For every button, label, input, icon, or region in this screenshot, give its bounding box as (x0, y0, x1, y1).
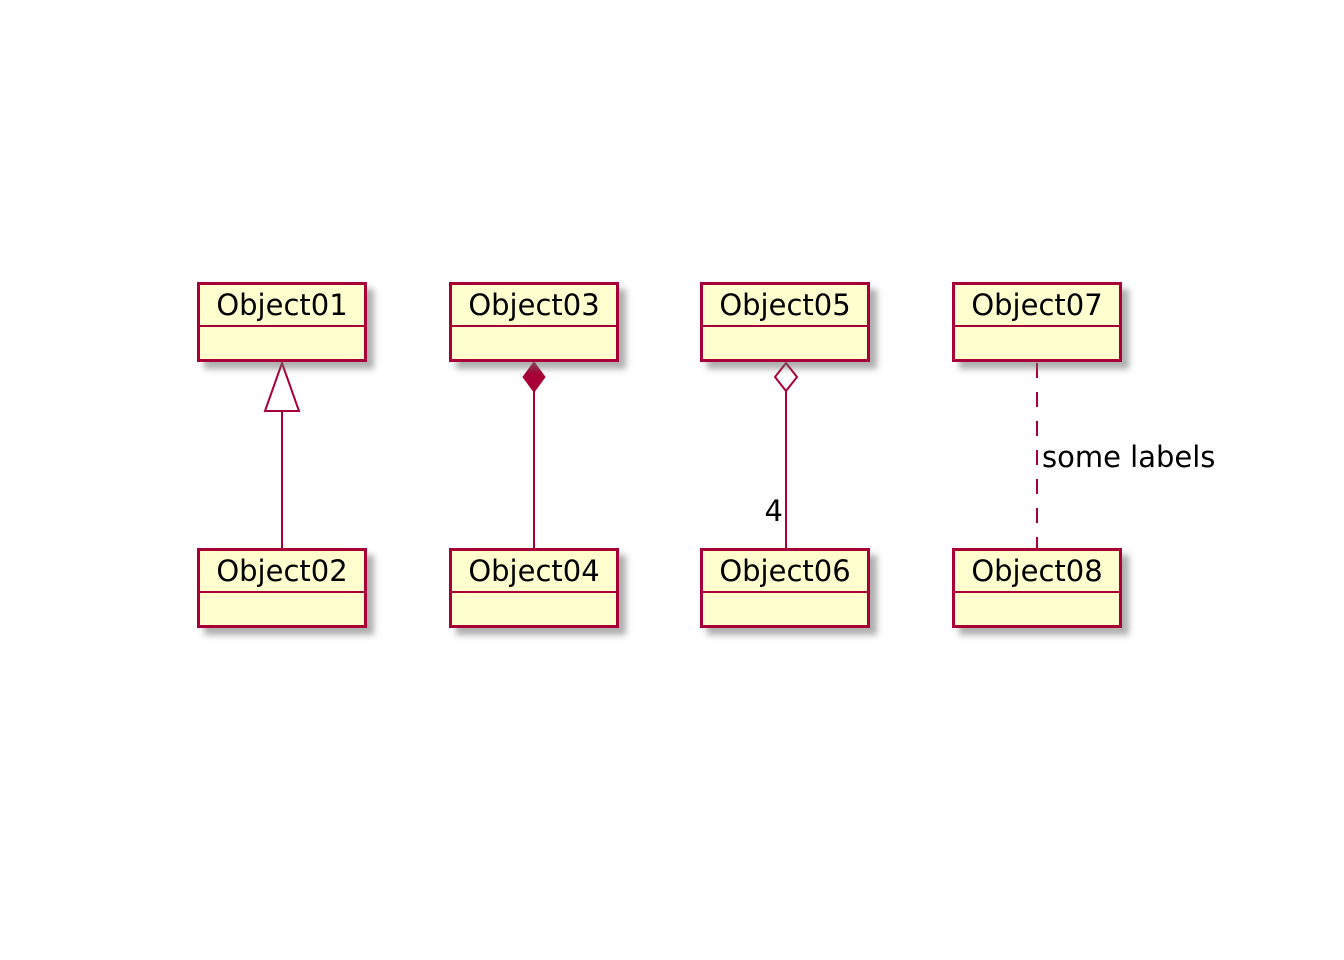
edge-multiplicity-label: 4 (764, 494, 783, 528)
node-object02: Object02 (197, 548, 367, 628)
edge-extension (263, 360, 301, 549)
node-empty-compartment (200, 327, 364, 359)
node-title: Object07 (955, 285, 1119, 327)
node-object04: Object04 (449, 548, 619, 628)
node-title: Object04 (452, 551, 616, 593)
edge-aggregation (773, 361, 799, 549)
node-object03: Object03 (449, 282, 619, 362)
node-empty-compartment (452, 593, 616, 625)
node-title: Object06 (703, 551, 867, 593)
node-object06: Object06 (700, 548, 870, 628)
node-object07: Object07 (952, 282, 1122, 362)
aggregation-diamond-icon (773, 361, 799, 393)
node-empty-compartment (703, 327, 867, 359)
node-title: Object08 (955, 551, 1119, 593)
node-object08: Object08 (952, 548, 1122, 628)
node-object05: Object05 (700, 282, 870, 362)
edge-text-label: some labels (1042, 440, 1216, 474)
node-empty-compartment (955, 593, 1119, 625)
node-title: Object02 (200, 551, 364, 593)
node-empty-compartment (955, 327, 1119, 359)
extension-triangle-icon (263, 360, 301, 412)
node-title: Object05 (703, 285, 867, 327)
node-empty-compartment (452, 327, 616, 359)
node-empty-compartment (200, 593, 364, 625)
node-title: Object01 (200, 285, 364, 327)
node-empty-compartment (703, 593, 867, 625)
node-title: Object03 (452, 285, 616, 327)
composition-diamond-icon (522, 361, 546, 393)
edge-composition (522, 361, 546, 549)
node-object01: Object01 (197, 282, 367, 362)
